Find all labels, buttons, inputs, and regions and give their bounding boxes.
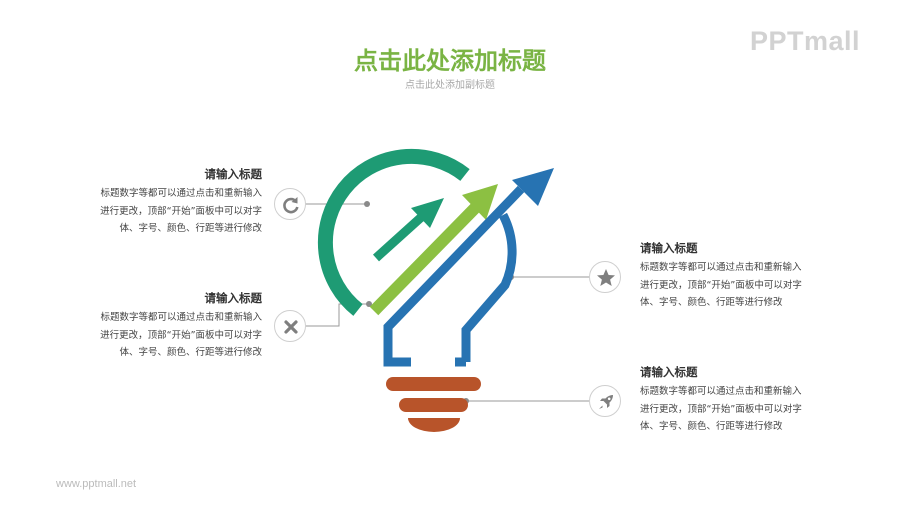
- block-2-line-1: 标题数字等都可以通过点击和重新输入: [100, 312, 262, 323]
- green-arrow-head: [411, 198, 444, 228]
- bulb-base-bottom: [408, 418, 460, 432]
- green-arrow-shaft: [372, 208, 431, 262]
- rocket-circle[interactable]: [589, 385, 621, 417]
- blue-bulb-outline: [461, 212, 517, 362]
- block-1-line-2: 进行更改，顶部“开始”面板中可以对字: [100, 205, 262, 217]
- page-subtitle[interactable]: 点击此处添加副标题: [405, 80, 495, 91]
- footer-url[interactable]: www.pptmall.net: [56, 478, 137, 490]
- block-4-heading[interactable]: 请输入标题: [640, 365, 698, 379]
- text-block-1: 请输入标题 标题数字等都可以通过点击和重新输入 进行更改，顶部“开始”面板中可以…: [42, 166, 262, 238]
- block-3-line-3: 体、字号、颜色、行距等进行修改: [640, 297, 783, 308]
- close-circle[interactable]: [274, 310, 306, 342]
- block-3-heading[interactable]: 请输入标题: [640, 241, 698, 255]
- bulb-base-stripe-1: [386, 377, 481, 391]
- text-block-4: 请输入标题 标题数字等都可以通过点击和重新输入 进行更改，顶部“开始”面板中可以…: [640, 364, 860, 436]
- bulb-green-arc: [317, 148, 470, 316]
- block-4-line-2: 进行更改，顶部“开始”面板中可以对字: [640, 403, 802, 415]
- block-3-line-2: 进行更改，顶部“开始”面板中可以对字: [640, 279, 802, 291]
- connector-dot-2: [366, 301, 372, 307]
- refresh-icon: [283, 197, 299, 214]
- blue-bulb-left-leg: [383, 185, 525, 367]
- block-2-heading[interactable]: 请输入标题: [204, 291, 263, 305]
- rocket-icon: [599, 395, 613, 409]
- bulb-base-stripe-2: [399, 398, 468, 412]
- close-x-icon: [284, 320, 298, 334]
- block-1-line-1: 标题数字等都可以通过点击和重新输入: [100, 188, 262, 199]
- block-1-body[interactable]: 标题数字等都可以通过点击和重新输入 进行更改，顶部“开始”面板中可以对字 体、字…: [42, 185, 262, 238]
- page-title[interactable]: 点击此处添加标题: [354, 47, 546, 75]
- text-block-3: 请输入标题 标题数字等都可以通过点击和重新输入 进行更改，顶部“开始”面板中可以…: [640, 240, 860, 312]
- star-circle[interactable]: [589, 261, 621, 293]
- block-2-line-2: 进行更改，顶部“开始”面板中可以对字: [100, 329, 262, 341]
- block-3-line-1: 标题数字等都可以通过点击和重新输入: [640, 262, 802, 273]
- pptmall-logo: PPTmall: [750, 26, 861, 56]
- block-4-body[interactable]: 标题数字等都可以通过点击和重新输入 进行更改，顶部“开始”面板中可以对字 体、字…: [640, 383, 860, 436]
- refresh-circle[interactable]: [274, 188, 306, 220]
- block-2-line-3: 体、字号、颜色、行距等进行修改: [119, 347, 262, 358]
- text-block-2: 请输入标题 标题数字等都可以通过点击和重新输入 进行更改，顶部“开始”面板中可以…: [42, 290, 262, 362]
- light-green-arrow-shaft: [369, 200, 483, 316]
- block-3-body[interactable]: 标题数字等都可以通过点击和重新输入 进行更改，顶部“开始”面板中可以对字 体、字…: [640, 259, 860, 312]
- connector-dot-1: [364, 201, 370, 207]
- block-1-line-3: 体、字号、颜色、行距等进行修改: [119, 223, 262, 234]
- star-icon: [597, 269, 615, 286]
- block-2-body[interactable]: 标题数字等都可以通过点击和重新输入 进行更改，顶部“开始”面板中可以对字 体、字…: [42, 309, 262, 362]
- light-green-arrow-head: [462, 184, 498, 220]
- block-1-heading[interactable]: 请输入标题: [204, 167, 263, 181]
- block-4-line-1: 标题数字等都可以通过点击和重新输入: [640, 386, 802, 397]
- block-4-line-3: 体、字号、颜色、行距等进行修改: [640, 421, 783, 432]
- blue-arrow-head: [512, 168, 554, 206]
